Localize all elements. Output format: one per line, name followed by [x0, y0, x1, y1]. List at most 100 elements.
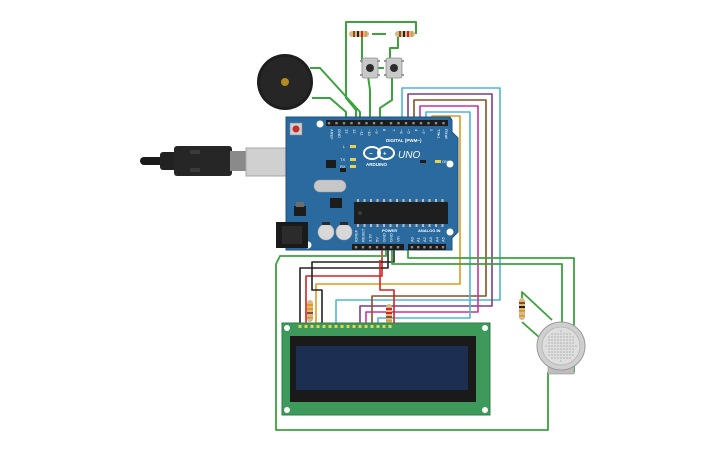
mesh-dot: [566, 333, 568, 335]
mesh-dot: [566, 342, 568, 344]
lcd-16x2[interactable]: [281, 322, 491, 416]
mesh-dot: [554, 357, 556, 359]
wire-green-button1-d: [367, 75, 371, 120]
lcd-pin[interactable]: [310, 325, 314, 328]
lcd-pin[interactable]: [388, 325, 392, 328]
atmega-pin: [435, 199, 437, 202]
power-pin-hole[interactable]: [361, 246, 365, 249]
digital-pin-label: ~9: [375, 129, 380, 134]
power-pin-hole[interactable]: [389, 246, 393, 249]
wire-red-lcd-backlight: [379, 260, 395, 326]
analog-pin-label: A0: [410, 236, 415, 242]
power-pin-hole[interactable]: [382, 246, 386, 249]
digital-pin-hole[interactable]: [412, 122, 415, 125]
power-pin-hole[interactable]: [368, 246, 372, 249]
analog-pin-hole[interactable]: [417, 246, 420, 249]
analog-pin-hole[interactable]: [441, 246, 445, 249]
resistor-lcd-left[interactable]: [307, 300, 313, 322]
mesh-dot: [551, 333, 553, 335]
digital-pin-hole[interactable]: [404, 122, 408, 125]
digital-pin-hole[interactable]: [397, 122, 400, 125]
lcd-pin[interactable]: [340, 325, 344, 328]
wire-black-gnd-2: [311, 250, 395, 326]
mesh-dot: [560, 342, 562, 344]
digital-pin-hole[interactable]: [357, 122, 361, 125]
digital-pin-hole[interactable]: [427, 122, 430, 125]
analog-pin-hole[interactable]: [435, 246, 438, 249]
lcd-pin[interactable]: [316, 325, 320, 328]
resistor-lcd-right[interactable]: [386, 304, 392, 324]
mesh-dot: [548, 336, 550, 338]
push-button-left[interactable]: [360, 57, 380, 79]
power-pin-label: Vin: [396, 236, 401, 242]
wire-purple-right: [359, 93, 493, 326]
digital-pin-hole[interactable]: [419, 122, 423, 125]
digital-pin-label: RX◂0: [444, 129, 449, 140]
lcd-pin[interactable]: [352, 325, 356, 328]
power-pin-hole[interactable]: [396, 246, 400, 249]
atmega-pin: [409, 224, 411, 227]
atmega-pin: [441, 224, 444, 227]
digital-pin-holes: [327, 122, 445, 125]
resistor-sensor[interactable]: [519, 298, 525, 320]
mesh-dot: [554, 339, 556, 341]
lcd-pin[interactable]: [364, 325, 368, 328]
power-pin-hole[interactable]: [375, 246, 379, 249]
digital-pin-hole[interactable]: [335, 122, 338, 125]
svg-text:−: −: [369, 152, 373, 158]
mesh-dot: [566, 339, 568, 341]
digital-pin-hole[interactable]: [442, 122, 445, 125]
mesh-dot: [572, 336, 574, 338]
digital-pin-hole[interactable]: [327, 122, 331, 125]
lcd-pin[interactable]: [322, 325, 326, 328]
lcd-pin[interactable]: [358, 325, 362, 328]
wire-black-gnd: [299, 250, 389, 326]
arduino-logo: − + ARDUINO: [363, 146, 395, 167]
power-pin-label: 3.3V: [368, 233, 373, 242]
lcd-pin[interactable]: [328, 325, 332, 328]
power-pin-hole[interactable]: [354, 246, 358, 249]
lcd-pin[interactable]: [334, 325, 338, 328]
gas-sensor[interactable]: [536, 321, 586, 375]
wire-green-gnd-loop: [275, 250, 549, 431]
mesh-dot: [575, 345, 577, 347]
lcd-pin[interactable]: [298, 325, 302, 328]
lcd-pin[interactable]: [304, 325, 308, 328]
mesh-dot: [551, 351, 553, 353]
wire-green-buzzer-b: [312, 97, 347, 120]
digital-pin-hole[interactable]: [342, 122, 346, 125]
analog-pin-hole[interactable]: [410, 246, 414, 249]
resistor-top-left[interactable]: [349, 31, 369, 37]
resistor-top-right[interactable]: [395, 31, 415, 37]
atmega-pin: [402, 224, 405, 227]
led-label-l: L: [343, 144, 346, 149]
lcd-pin[interactable]: [376, 325, 380, 328]
push-button-right[interactable]: [384, 57, 404, 79]
piezo-buzzer[interactable]: [257, 54, 313, 110]
analog-pin-label: A3: [428, 236, 433, 242]
digital-pin-hole[interactable]: [389, 122, 393, 125]
digital-pin-hole[interactable]: [434, 122, 438, 125]
atmega-pin: [402, 199, 405, 202]
on-label: ON: [442, 159, 448, 164]
digital-pin-hole[interactable]: [372, 122, 376, 125]
lcd-pin[interactable]: [370, 325, 374, 328]
digital-header: [326, 120, 448, 126]
digital-pin-hole[interactable]: [350, 122, 353, 125]
lcd-pin[interactable]: [346, 325, 350, 328]
mesh-dot: [572, 345, 574, 347]
mesh-dot: [551, 336, 553, 338]
digital-pin-label: 4: [414, 129, 419, 132]
mesh-dot: [557, 357, 559, 359]
digital-pin-hole[interactable]: [380, 122, 383, 125]
digital-pin-hole[interactable]: [365, 122, 368, 125]
analog-pin-hole[interactable]: [423, 246, 426, 249]
digital-pin-label: 7: [392, 129, 397, 132]
digital-pin-label: ~5: [407, 129, 412, 134]
mesh-dot: [572, 351, 574, 353]
lcd-pin[interactable]: [382, 325, 386, 328]
mesh-dot: [548, 342, 550, 344]
status-leds: L TX RX ON: [340, 144, 448, 169]
analog-pin-hole[interactable]: [429, 246, 432, 249]
